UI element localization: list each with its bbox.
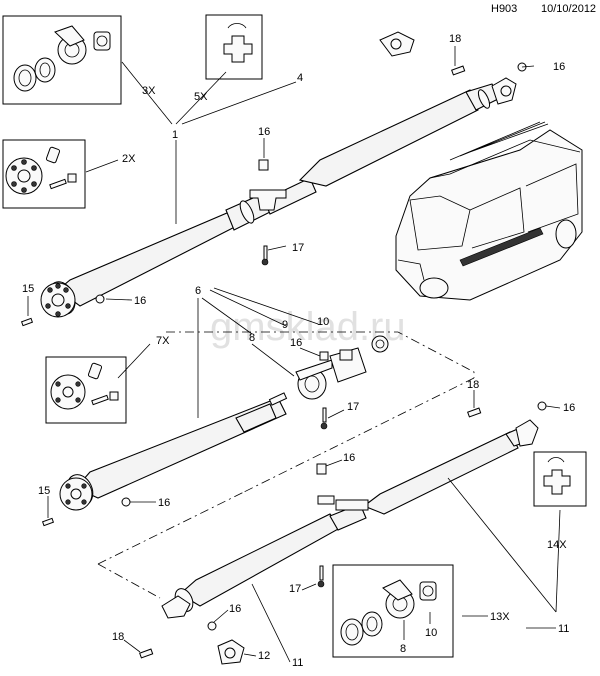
callout-7x: 7X <box>156 335 170 347</box>
upper-shaft-fasteners <box>20 62 527 327</box>
kit-box-5x <box>205 14 263 80</box>
callout-1: 1 <box>172 129 178 141</box>
callout-18-lower: 18 <box>112 631 124 643</box>
callout-17-lower: 17 <box>289 583 301 595</box>
callout-3x: 3X <box>142 85 156 97</box>
upper-rear-universal-joint <box>491 77 517 105</box>
callout-11-right: 11 <box>558 623 569 635</box>
callout-8-box: 8 <box>400 643 406 655</box>
callout-16-upper-left: 16 <box>134 295 146 307</box>
kit-box-2x <box>2 139 86 209</box>
kit-box-7x <box>45 356 127 424</box>
callout-13x: 13X <box>490 611 510 623</box>
kit-box-14x <box>533 451 587 507</box>
flange-part-4 <box>379 31 415 57</box>
callout-16-lower: 16 <box>229 603 241 615</box>
callout-11-lower: 11 <box>292 657 303 669</box>
callout-15-upper: 15 <box>22 283 34 295</box>
callout-16-middle: 16 <box>290 337 302 349</box>
callout-18-middle: 18 <box>467 379 479 391</box>
kit-box-13x <box>332 564 454 658</box>
lower-propeller-shaft <box>161 419 539 619</box>
kit-box-3x <box>2 15 122 105</box>
callout-16-lower-mid: 16 <box>343 452 355 464</box>
callout-9: 9 <box>282 319 288 331</box>
callout-labels: 3X 5X 4 1 2X 18 16 16 17 15 16 6 7X 8 9 … <box>22 33 575 669</box>
callout-5x: 5X <box>194 91 208 103</box>
callout-14x: 14X <box>547 539 567 551</box>
diagram-date: 10/10/2012 <box>541 3 596 15</box>
vehicle-illustration <box>395 121 583 301</box>
callout-15-middle: 15 <box>38 485 50 497</box>
middle-propeller-shaft <box>59 392 288 511</box>
callout-18-upper: 18 <box>449 33 461 45</box>
centre-bearing-assembly <box>295 335 389 430</box>
diagram-code: H903 <box>491 3 517 15</box>
middle-shaft-fasteners <box>41 497 131 527</box>
assembly-dashed-outline <box>97 331 475 599</box>
leader-lines <box>27 46 561 663</box>
callout-12: 12 <box>258 650 270 662</box>
callout-17-upper: 17 <box>292 242 304 254</box>
callout-10-middle: 10 <box>317 316 329 328</box>
callout-16-upper-right: 16 <box>553 61 565 73</box>
callout-17-middle: 17 <box>347 401 359 413</box>
callout-16-upper-mid: 16 <box>258 126 270 138</box>
upper-front-flex-coupling <box>40 282 76 318</box>
callout-4: 4 <box>297 72 303 84</box>
callout-8-middle: 8 <box>249 332 255 344</box>
callout-6: 6 <box>195 285 201 297</box>
callout-2x: 2X <box>122 153 136 165</box>
callout-10-box: 10 <box>425 627 437 639</box>
lower-shaft-fasteners <box>139 401 547 665</box>
callout-16-middle-right: 16 <box>563 402 575 414</box>
callout-16-middle-left: 16 <box>158 497 170 509</box>
